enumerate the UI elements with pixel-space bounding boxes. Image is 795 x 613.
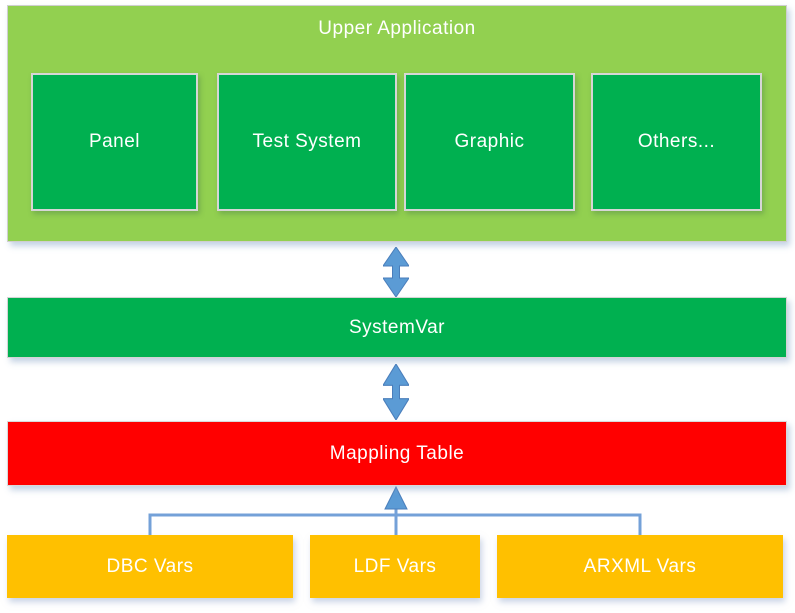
source-dbc-vars-label: DBC Vars — [106, 555, 194, 577]
source-ldf-vars: LDF Vars — [310, 535, 480, 598]
systemvar-label: SystemVar — [348, 316, 445, 338]
elbow-connector-line — [148, 513, 642, 537]
mapping-table-bar: Mappling Table — [7, 421, 787, 486]
module-panel: Panel — [31, 73, 198, 211]
module-graphic: Graphic — [404, 73, 575, 211]
module-others: Others... — [591, 73, 762, 211]
source-ldf-vars-label: LDF Vars — [353, 555, 437, 577]
double-arrow-systemvar-mapping-icon — [383, 364, 409, 420]
mapping-table-label: Mappling Table — [329, 442, 465, 464]
module-others-label: Others... — [637, 131, 716, 152]
upper-application-title: Upper Application — [318, 18, 476, 39]
systemvar-bar: SystemVar — [7, 297, 787, 358]
double-arrow-upper-systemvar-icon — [383, 247, 409, 297]
source-arxml-vars-label: ARXML Vars — [583, 555, 697, 577]
module-panel-label: Panel — [88, 131, 141, 152]
source-dbc-vars: DBC Vars — [7, 535, 293, 598]
module-test-system-label: Test System — [252, 131, 362, 152]
module-test-system: Test System — [217, 73, 397, 211]
source-arxml-vars: ARXML Vars — [497, 535, 783, 598]
up-arrowhead-icon — [384, 485, 408, 510]
module-graphic-label: Graphic — [454, 131, 525, 152]
